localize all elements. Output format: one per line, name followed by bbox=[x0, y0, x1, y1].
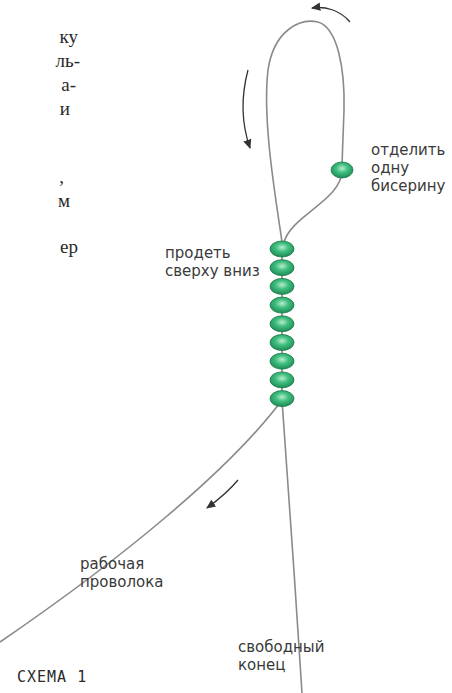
bead-stack bbox=[270, 241, 294, 407]
callout-label: свободный конец bbox=[238, 638, 328, 674]
bead bbox=[270, 297, 294, 313]
text-fragment: а- bbox=[61, 74, 76, 96]
text-fragment: ль- bbox=[56, 50, 80, 72]
bead bbox=[270, 391, 294, 407]
text-fragment: ку bbox=[60, 26, 78, 48]
bead bbox=[270, 241, 294, 257]
text-fragment: и bbox=[60, 98, 70, 120]
arrow-left bbox=[243, 70, 250, 148]
bead bbox=[270, 316, 294, 332]
arrow-top bbox=[312, 8, 350, 22]
working-wire bbox=[0, 400, 282, 642]
separated-bead bbox=[331, 162, 353, 178]
arrow-working bbox=[207, 480, 238, 508]
text-fragment: м bbox=[58, 190, 70, 212]
figure-caption: СХЕМА 1 bbox=[17, 668, 87, 686]
bead bbox=[270, 260, 294, 276]
text-fragment: , bbox=[59, 166, 64, 188]
wire-loop bbox=[267, 21, 345, 242]
callout-label: отделить одну бисерину bbox=[371, 141, 449, 195]
bead bbox=[270, 372, 294, 388]
callout-label: продеть сверху вниз bbox=[165, 244, 275, 280]
callout-label: рабочая проволока bbox=[80, 555, 170, 591]
wire bbox=[0, 21, 344, 693]
bead bbox=[270, 335, 294, 351]
text-fragment: ер bbox=[60, 236, 78, 258]
bead bbox=[270, 353, 294, 369]
bead bbox=[270, 278, 294, 294]
